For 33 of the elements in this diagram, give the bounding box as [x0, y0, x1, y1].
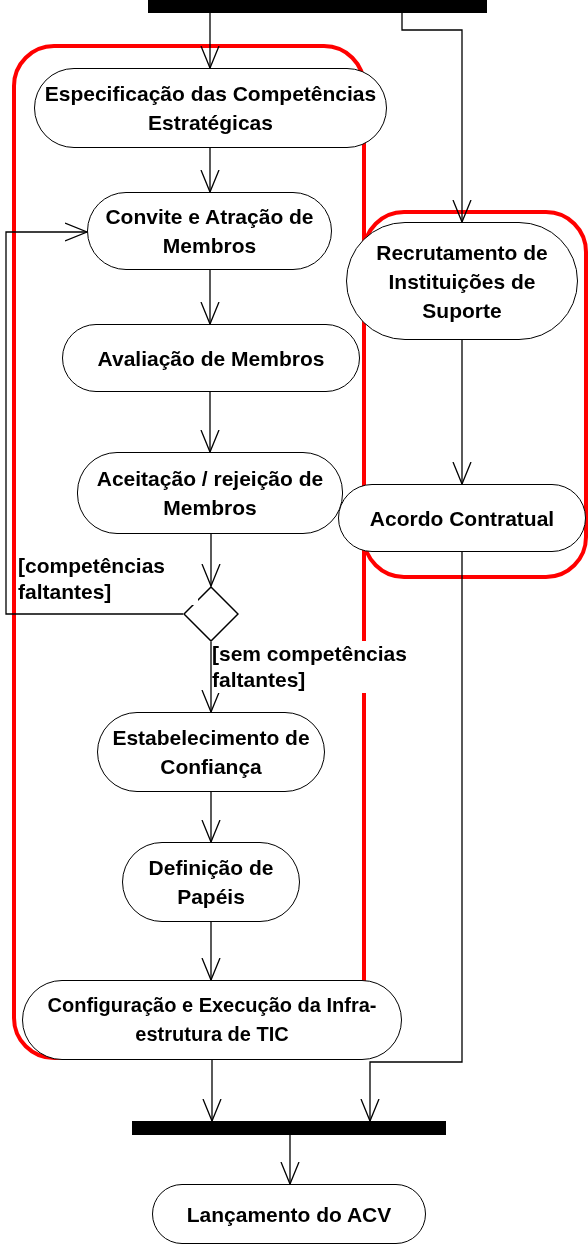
activity-node [77, 452, 343, 534]
arrow [452, 339, 472, 485]
node-label: Estabelecimento de Confiança [111, 725, 311, 780]
activity-node [346, 222, 578, 340]
node-label: Recrutamento de Instituições de Suporte [375, 239, 549, 324]
arrow [360, 551, 463, 1122]
node-label: Aceitação / rejeição de Membros [95, 466, 325, 521]
arrow [201, 921, 221, 981]
node-label: Especificação das Competências Estratégicas [43, 81, 378, 136]
node-label: Acordo Contratual [368, 505, 556, 532]
arrow [401, 12, 472, 223]
activity-node [22, 980, 402, 1060]
arrow [5, 222, 184, 615]
activity-node [338, 484, 586, 552]
sync-bar [132, 1121, 446, 1135]
sync-bar [148, 0, 487, 13]
arrow [202, 1059, 222, 1122]
arrow [201, 791, 221, 843]
arrow [200, 147, 220, 193]
arrow [200, 12, 220, 69]
arrow [201, 641, 221, 713]
node-label: Avaliação de Membros [96, 345, 326, 372]
node-label: Configuração e Execução da Infra-estrutura de TIC [46, 993, 378, 1047]
node-label: Definição de Papéis [147, 855, 275, 910]
decision-diamond [183, 586, 239, 642]
node-label: Lançamento do ACV [185, 1201, 393, 1228]
arrow [200, 269, 220, 325]
arrow [280, 1134, 300, 1185]
activity-node [62, 324, 360, 392]
arrow [200, 391, 220, 453]
arrow [201, 533, 221, 587]
node-label: Convite e Atração de Membros [104, 204, 315, 259]
activity-node [152, 1184, 426, 1244]
